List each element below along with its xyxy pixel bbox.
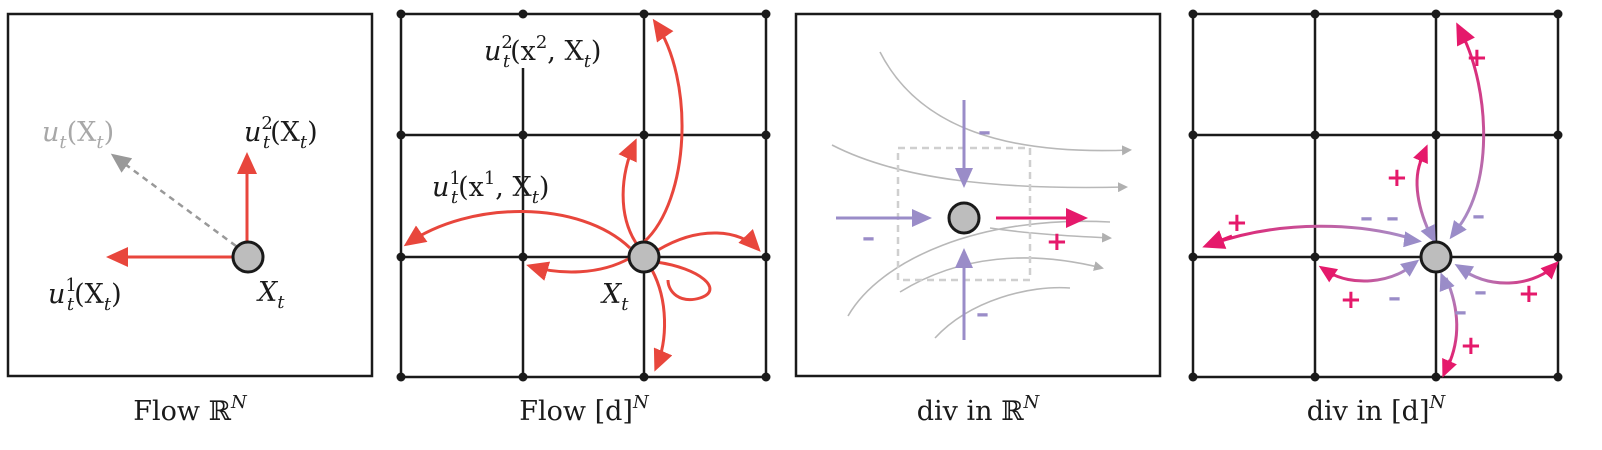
panel-caption: Flow ℝN xyxy=(133,392,248,427)
sign-plus-near-left: + xyxy=(1340,285,1362,315)
rate-arrow-right xyxy=(657,229,761,252)
panel-frame xyxy=(6,12,374,378)
sign-minus-near-left: – xyxy=(1388,283,1401,313)
sign-minus-near-down: – xyxy=(1454,297,1467,327)
rate-arrow-left-far xyxy=(403,210,632,250)
state-point xyxy=(627,240,661,274)
sign-top: – xyxy=(978,117,991,147)
sign-plus-far-left: + xyxy=(1226,208,1248,238)
exchange-arrow-near-up xyxy=(1413,144,1436,244)
discrete-grid xyxy=(1191,12,1560,379)
state-point xyxy=(1419,240,1453,274)
sign-plus-near-down: + xyxy=(1460,331,1482,361)
panel-caption: Flow [d]N xyxy=(519,392,650,427)
total-velocity-arrow xyxy=(110,153,237,248)
state-point-label: Xt xyxy=(256,277,285,313)
sign-left: – xyxy=(862,223,875,253)
sign-minus-near-up: – xyxy=(1386,203,1399,233)
exchange-arrow-near-down xyxy=(1439,272,1459,378)
rate-arrow-up-near xyxy=(618,138,638,244)
exchange-arrow-far-left xyxy=(1202,224,1422,249)
sign-plus-far-up: + xyxy=(1466,43,1488,73)
rate-arrow-self-loop xyxy=(655,260,712,301)
panel-caption: div in ℝN xyxy=(917,392,1041,427)
state-point-label: Xt xyxy=(600,279,629,315)
rate-arrow-up-far xyxy=(642,18,684,244)
sign-plus-near-up: + xyxy=(1386,163,1408,193)
sign-minus-near-right: – xyxy=(1474,277,1487,307)
grid-vertices xyxy=(396,9,771,382)
panel-divergence-continuous: – – – + div in ℝN xyxy=(794,12,1162,427)
sign-plus-near-right: + xyxy=(1518,279,1540,309)
sign-minus-far-up: – xyxy=(1472,201,1485,231)
panel-divergence-discrete: + – + – + – + – – + – + div in [d]N xyxy=(1188,9,1563,427)
sign-right: + xyxy=(1046,227,1068,257)
rate-arrow-left-near xyxy=(526,256,631,281)
panel-caption: div in [d]N xyxy=(1307,392,1447,427)
state-point xyxy=(947,201,981,235)
transition-rate-arrows xyxy=(403,18,761,372)
sign-minus-far-left: – xyxy=(1360,203,1373,233)
streamlines xyxy=(831,51,1132,339)
total-velocity-label: ut(Xt) xyxy=(42,117,114,153)
discrete-grid xyxy=(399,12,768,379)
panel-frame xyxy=(794,12,1162,378)
grid-vertices xyxy=(1188,9,1563,382)
exchange-arrow-near-right xyxy=(1454,261,1559,285)
exchange-arrow-far-up xyxy=(1449,22,1486,240)
sign-bottom: – xyxy=(976,299,989,329)
exchange-arrow-near-left xyxy=(1318,259,1420,283)
state-point xyxy=(231,240,265,274)
rate-arrow-down xyxy=(650,269,673,372)
